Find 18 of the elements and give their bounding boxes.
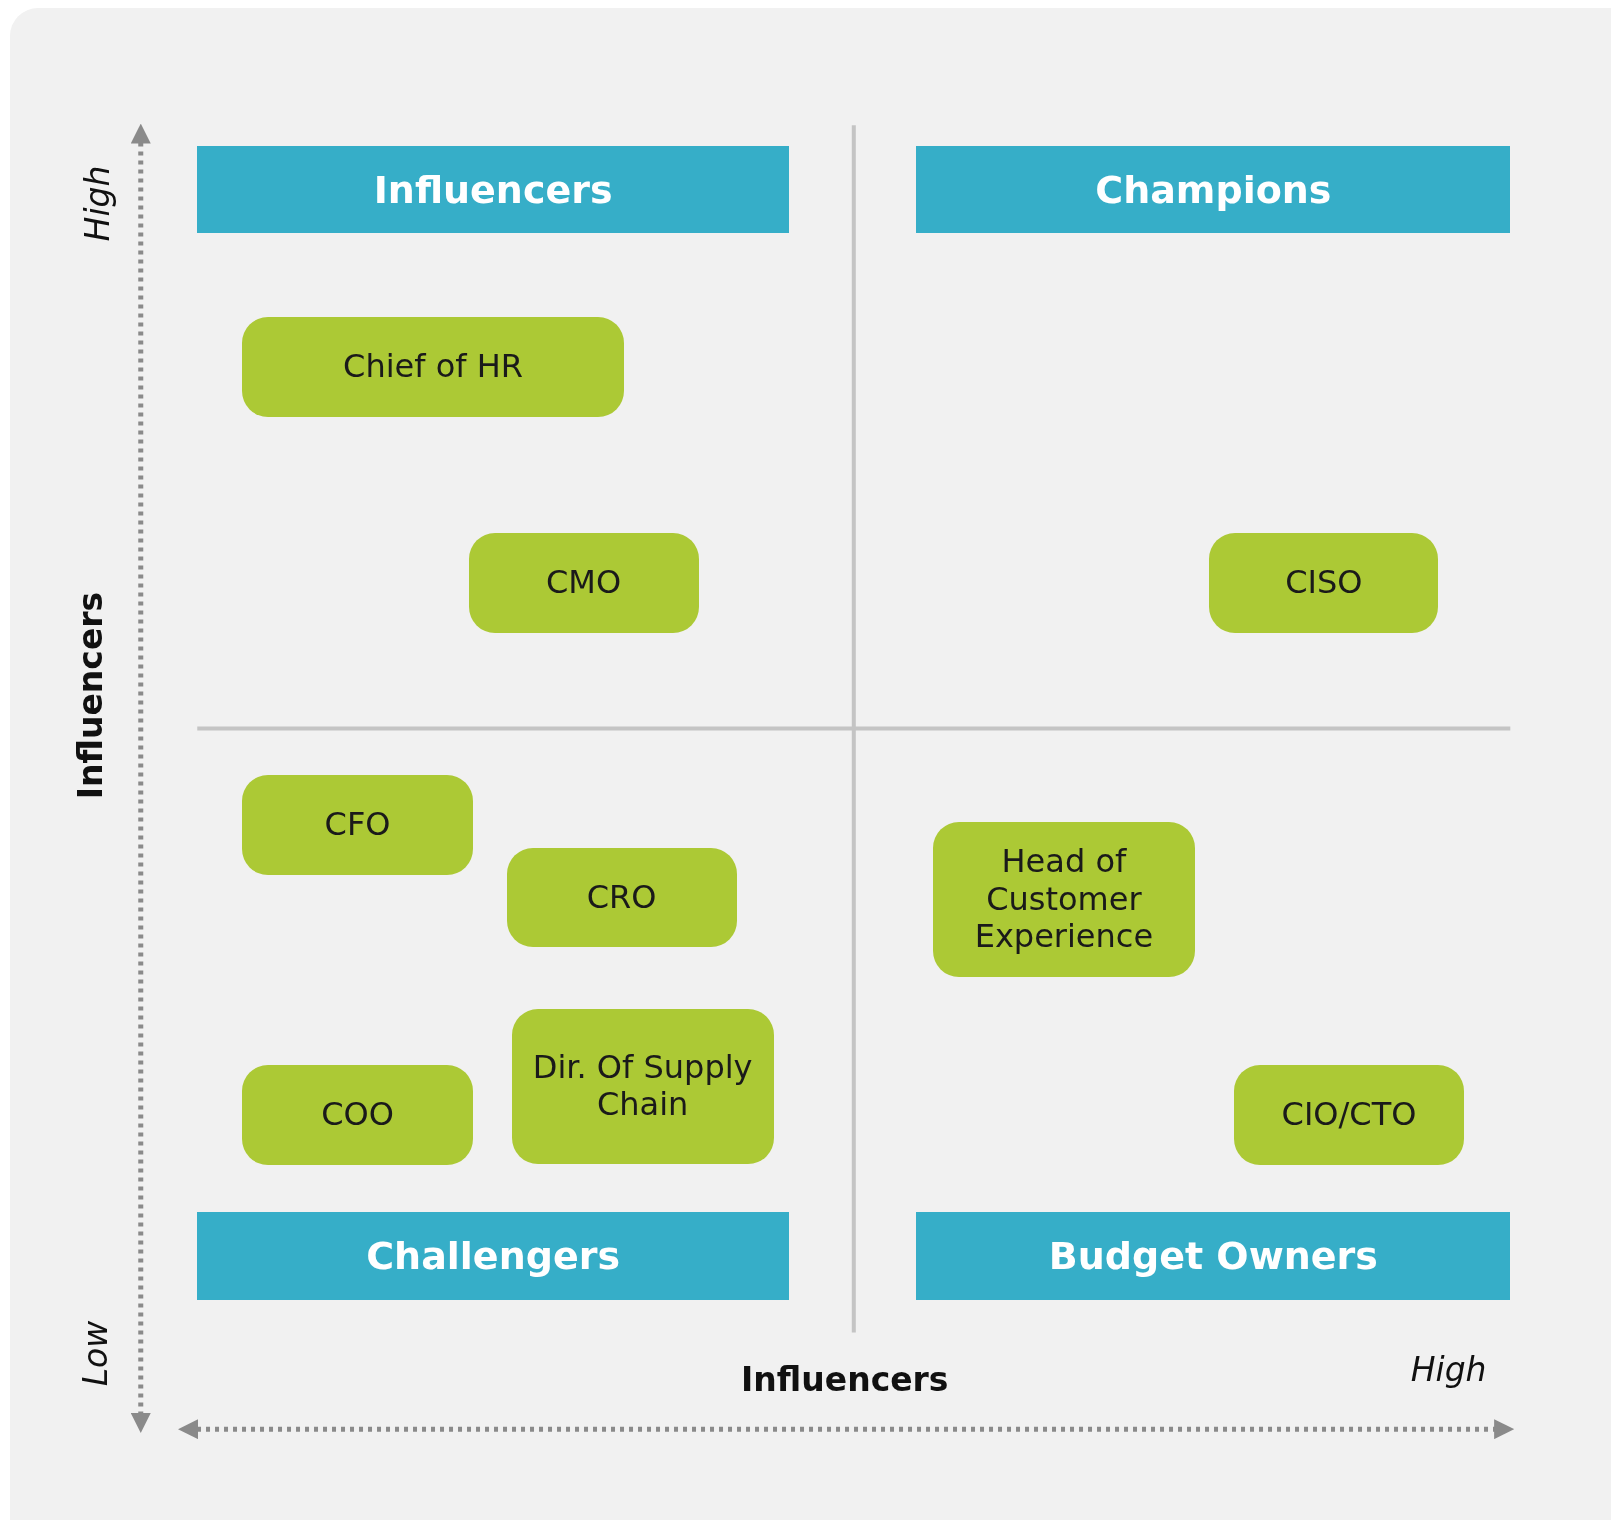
axis-title: Influencers xyxy=(741,1360,949,1400)
axis-end-label: High xyxy=(78,165,117,242)
role-box: Dir. Of Supply Chain xyxy=(511,1008,774,1165)
role-box: CFO xyxy=(242,774,473,876)
quadrant-header: Challengers xyxy=(197,1212,790,1300)
quadrant-header: Influencers xyxy=(197,145,790,234)
role-box: CIO/CTO xyxy=(1233,1065,1465,1166)
quadrant-header: Budget Owners xyxy=(916,1212,1511,1300)
axis-end-label: High xyxy=(1410,1350,1487,1390)
axis-title: Influencers xyxy=(71,591,111,800)
role-box: Chief of HR xyxy=(242,317,624,418)
axis-end-label: Low xyxy=(75,1320,115,1386)
role-box: CMO xyxy=(468,533,699,633)
role-box: CRO xyxy=(506,847,737,948)
quadrant-header: Champions xyxy=(916,145,1511,234)
role-box: CISO xyxy=(1209,533,1439,633)
role-box: Head of Customer Experience xyxy=(932,821,1195,978)
role-box: COO xyxy=(242,1065,473,1166)
